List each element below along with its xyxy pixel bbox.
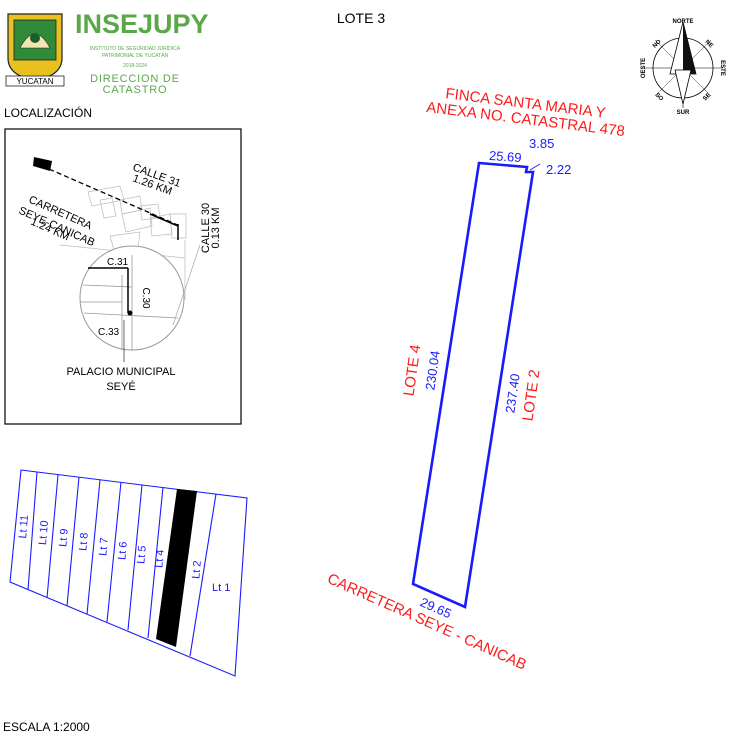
lot-3-boundary bbox=[411, 161, 535, 609]
c30-label: C.30 bbox=[140, 287, 151, 309]
west-side-length: 230.04 bbox=[422, 350, 442, 391]
org-acronym: INSEJUPY bbox=[75, 9, 209, 39]
key-lot-label: Lt 5 bbox=[135, 545, 149, 564]
calle30-label: CALLE 30 bbox=[200, 203, 212, 253]
page-title: LOTE 3 bbox=[337, 10, 385, 26]
location-heading: LOCALIZACIÓN bbox=[4, 105, 92, 120]
yucatan-seal-logo: YUCATAN bbox=[5, 13, 65, 87]
landmark-line1: PALACIO MUNICIPAL bbox=[66, 366, 175, 378]
lot-3-highlight bbox=[156, 489, 197, 647]
west-neighbor-label: LOTE 4 bbox=[401, 344, 425, 398]
key-lot-label: Lt 8 bbox=[77, 532, 91, 551]
key-lot-label: Lt 4 bbox=[153, 549, 167, 568]
seal-label: YUCATAN bbox=[16, 77, 53, 86]
compass-west-label: OESTE bbox=[641, 58, 647, 78]
lot-key-map bbox=[9, 469, 248, 677]
dept-line1: DIRECCION DE bbox=[90, 73, 180, 85]
key-lot-label: Lt 6 bbox=[116, 541, 130, 560]
org-full-line1: INSTITUTO DE SEGURIDAD JURÍDICA bbox=[90, 45, 181, 52]
notch-length-a: 3.85 bbox=[529, 136, 554, 151]
location-map bbox=[33, 157, 201, 362]
notch-length-b: 2.22 bbox=[546, 162, 571, 177]
key-lot-label: Lt 10 bbox=[37, 520, 51, 545]
dept-line2: CATASTRO bbox=[103, 84, 168, 96]
compass-se-label: SE bbox=[702, 92, 712, 102]
key-lot-label: Lt 9 bbox=[57, 528, 71, 547]
landmark-line2: SEYÉ bbox=[106, 380, 135, 393]
compass-north-label: NORTE bbox=[673, 19, 694, 25]
scale-label: ESCALA 1:2000 bbox=[3, 720, 90, 734]
notch-leader bbox=[529, 163, 541, 171]
north-arrow-icon bbox=[643, 21, 723, 108]
key-lot-label: Lt 7 bbox=[97, 537, 111, 556]
c31-label: C.31 bbox=[107, 257, 129, 268]
org-period: 2018-2024 bbox=[123, 63, 147, 69]
key-lot-label: Lt 2 bbox=[190, 560, 204, 579]
key-lot-label: Lt 11 bbox=[17, 514, 31, 539]
north-side-length: 25.69 bbox=[489, 148, 523, 165]
compass-nw-label: NO bbox=[652, 39, 663, 50]
key-lot-label: Lt 1 bbox=[212, 582, 230, 594]
compass-east-label: ESTE bbox=[719, 60, 725, 76]
c33-label: C.33 bbox=[98, 327, 120, 338]
east-side-length: 237.40 bbox=[502, 373, 522, 414]
road-label: CARRETERA SEYE - CANICAB bbox=[325, 570, 529, 673]
compass-sw-label: SO bbox=[654, 92, 665, 103]
compass-ne-label: NE bbox=[704, 39, 714, 49]
east-neighbor-label: LOTE 2 bbox=[520, 369, 544, 423]
calle30-distance: 0.13 KM bbox=[210, 208, 222, 249]
org-full-line2: PATRIMONIAL DE YUCATÁN bbox=[102, 52, 169, 59]
compass-south-label: SUR bbox=[677, 110, 690, 116]
